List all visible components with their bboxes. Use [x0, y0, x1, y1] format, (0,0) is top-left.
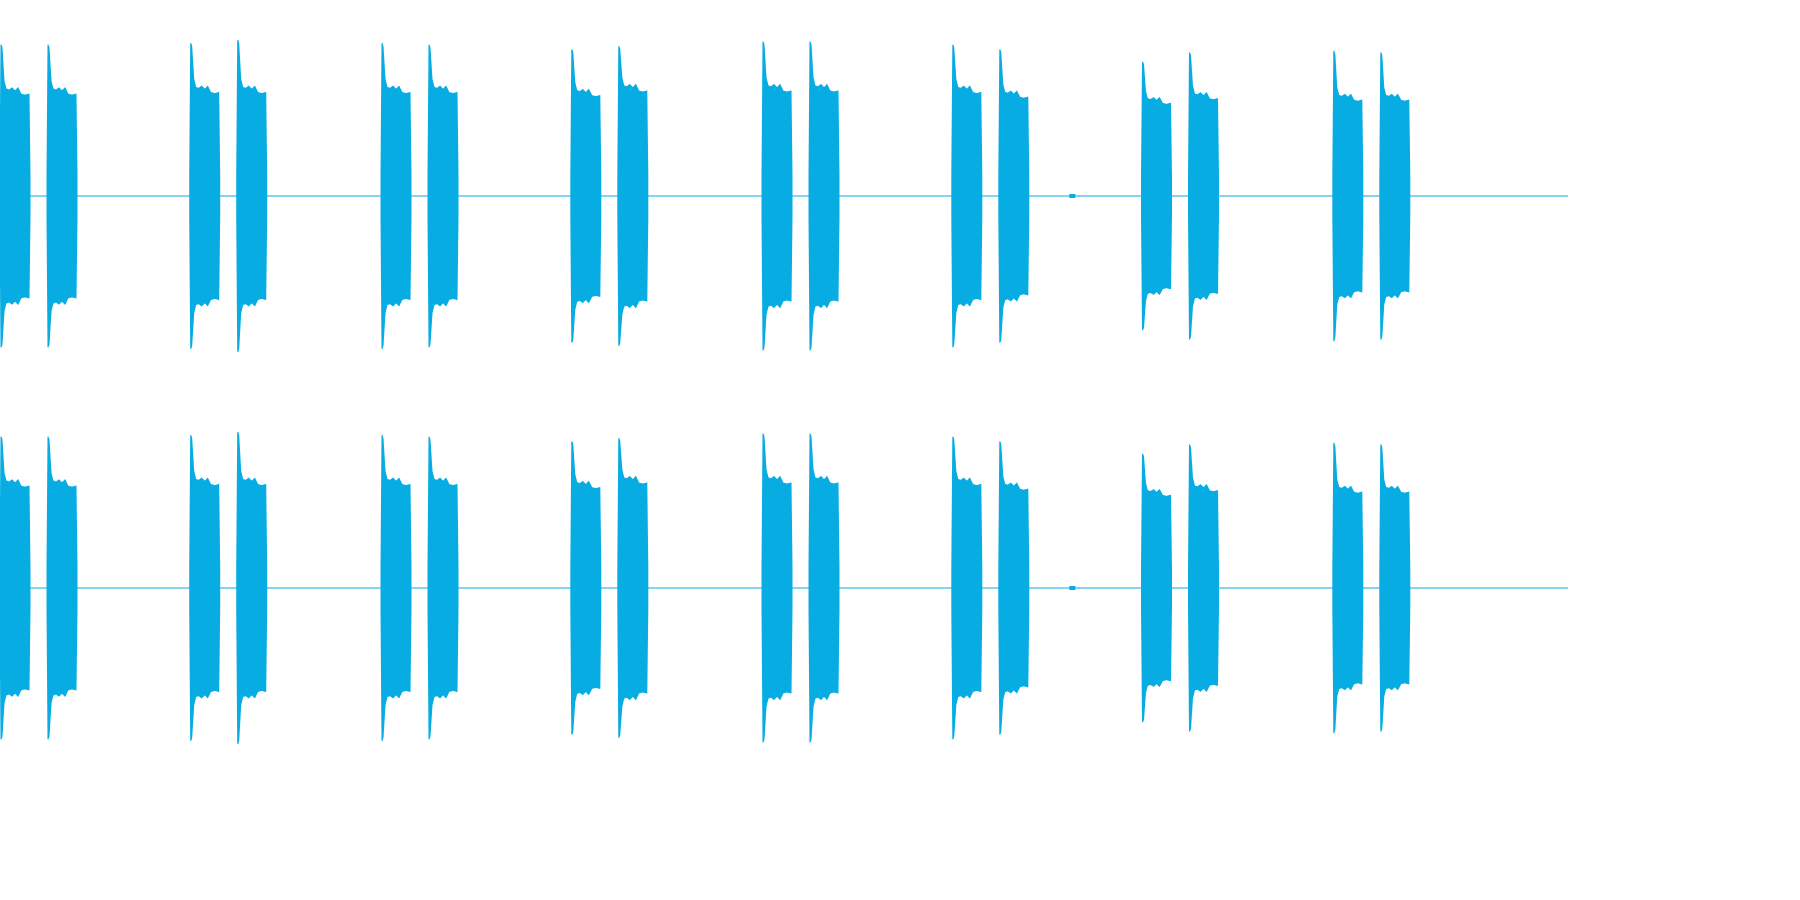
audio-pulse	[761, 433, 793, 743]
audio-pulse	[0, 436, 31, 740]
audio-pulse	[236, 39, 268, 353]
audio-pulse	[0, 44, 31, 348]
audio-pulse	[1332, 50, 1364, 342]
audio-pulse	[998, 441, 1030, 735]
audio-pulse	[761, 41, 793, 351]
audio-pulse	[1141, 453, 1172, 723]
audio-pulse	[1188, 444, 1219, 732]
audio-pulse	[1379, 52, 1411, 340]
audio-pulse	[998, 49, 1030, 343]
audio-pulse	[380, 434, 412, 742]
audio-pulse	[427, 44, 459, 348]
audio-pulse	[1141, 61, 1172, 331]
audio-pulse	[951, 44, 983, 348]
audio-pulse	[951, 436, 983, 740]
audio-pulse	[1379, 444, 1411, 732]
audio-pulse	[46, 436, 78, 740]
audio-pulse	[1332, 442, 1364, 734]
audio-pulse	[1188, 52, 1219, 340]
glitch-mark	[1069, 194, 1076, 198]
audio-pulse	[427, 436, 459, 740]
audio-pulse	[570, 49, 602, 343]
waveform-canvas[interactable]	[0, 0, 1568, 784]
channel-2-track[interactable]	[0, 431, 1568, 745]
audio-pulse	[808, 433, 840, 743]
audio-pulse	[380, 42, 412, 350]
audio-pulse	[46, 44, 78, 348]
audio-pulse	[189, 434, 221, 742]
audio-pulse	[236, 431, 268, 745]
audio-pulse	[617, 46, 649, 346]
audio-pulse	[808, 41, 840, 351]
audio-pulse	[189, 42, 221, 350]
glitch-mark	[1069, 586, 1076, 590]
audio-pulse	[570, 441, 602, 735]
audio-pulse	[617, 438, 649, 738]
channel-1-track[interactable]	[0, 39, 1568, 353]
